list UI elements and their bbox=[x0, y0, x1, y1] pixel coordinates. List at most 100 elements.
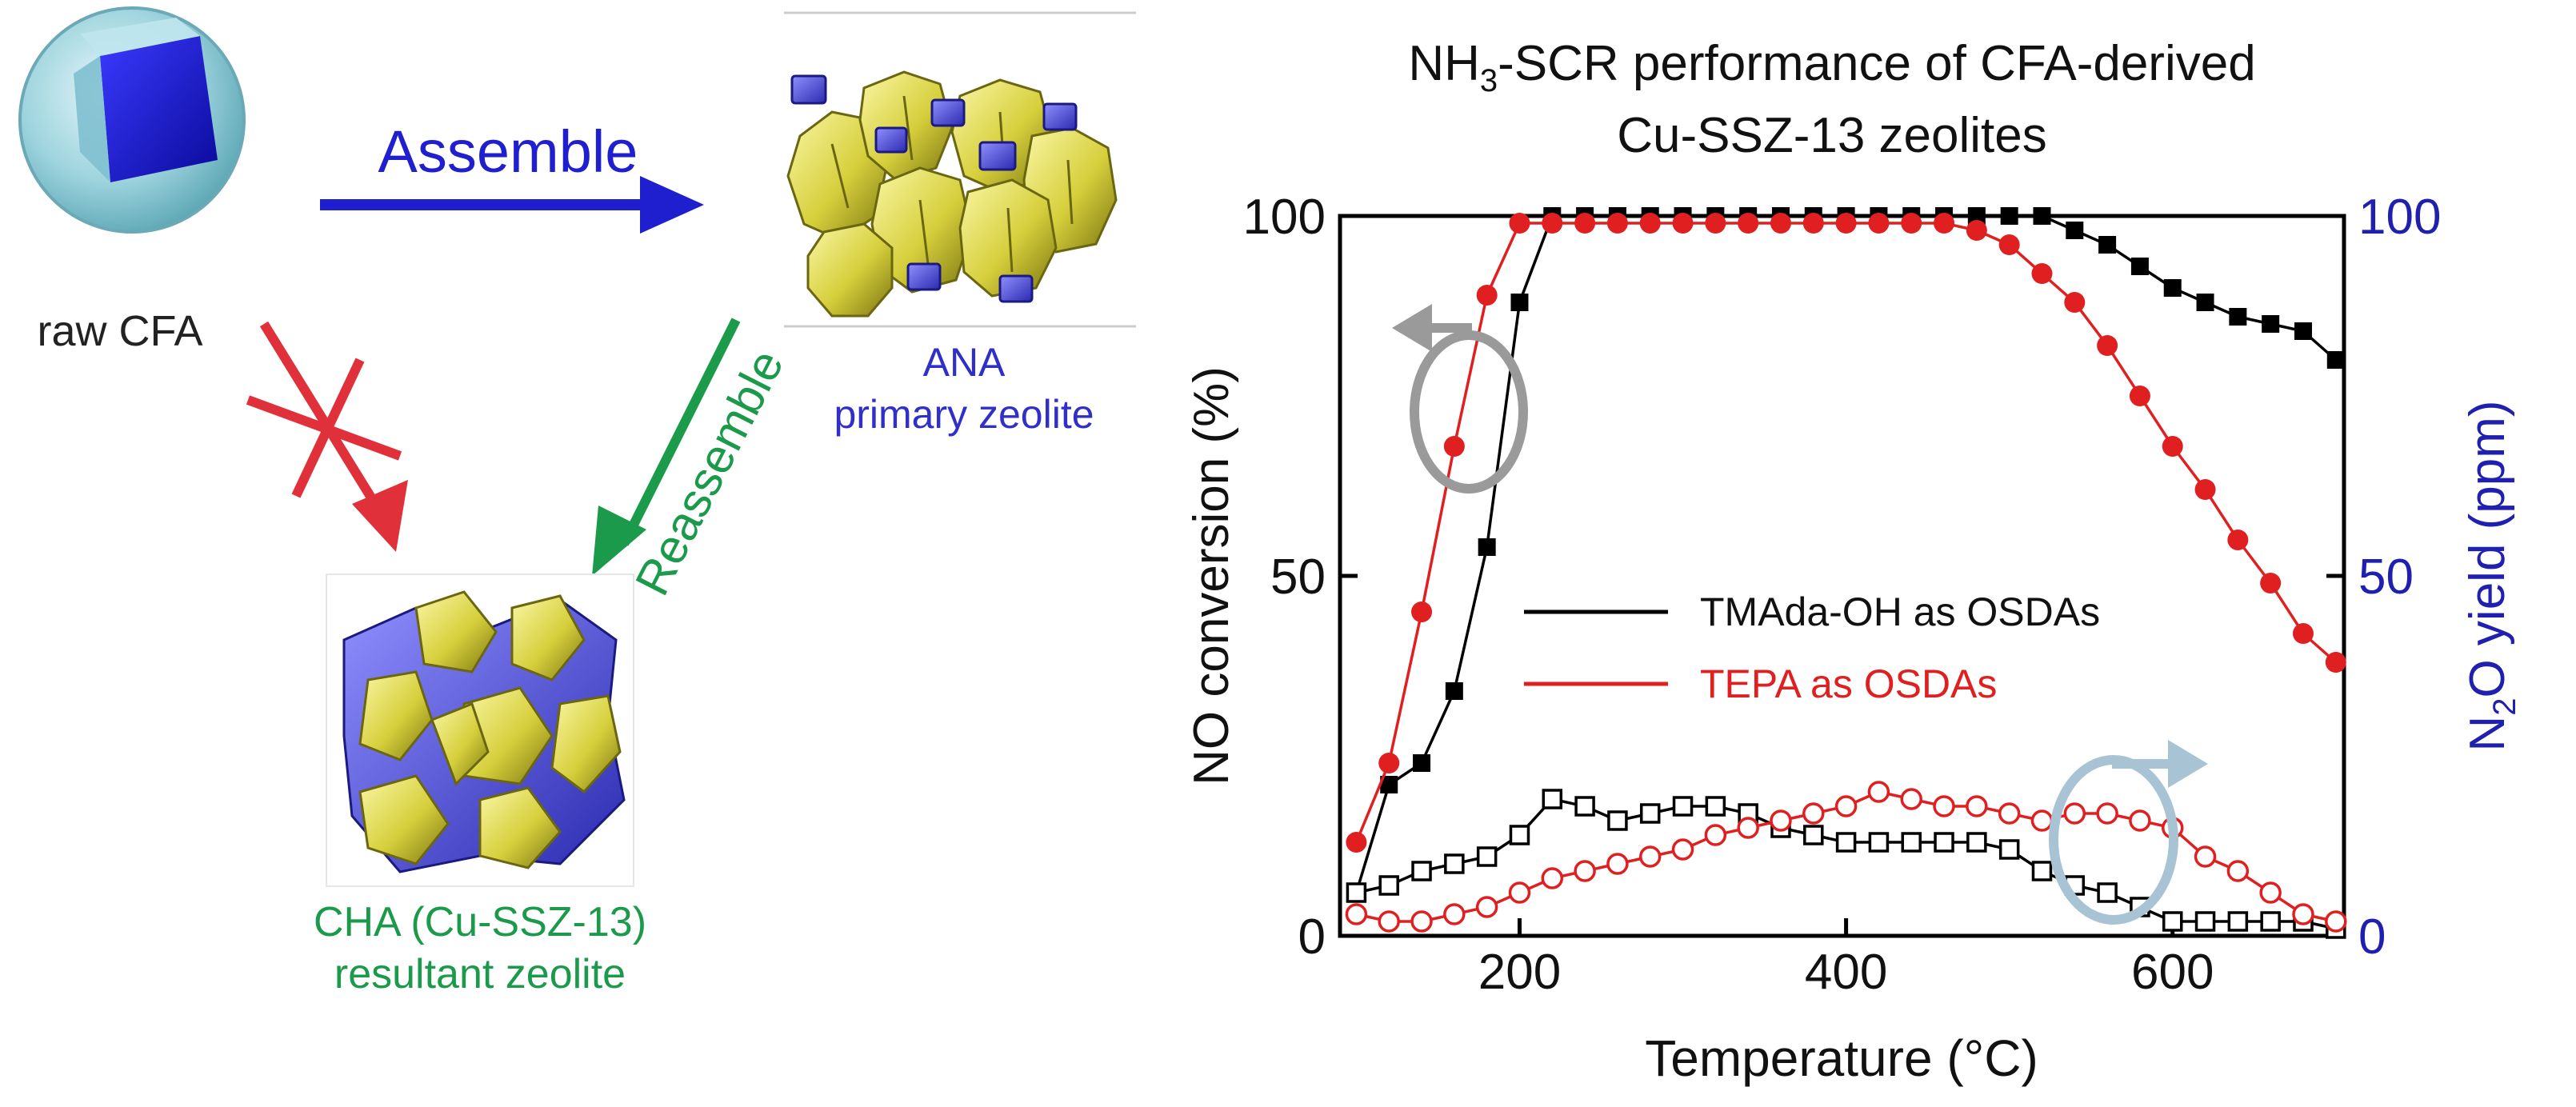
data-point bbox=[2096, 802, 2118, 825]
data-point bbox=[1802, 213, 1824, 234]
data-point bbox=[1444, 853, 1465, 874]
data-point bbox=[2229, 308, 2247, 326]
right-tick-label: 100 bbox=[2358, 190, 2441, 245]
cha-sub-label: resultant zeolite bbox=[334, 951, 626, 997]
x-tick-label: 400 bbox=[1805, 945, 1887, 1000]
data-point bbox=[1346, 882, 1367, 903]
data-point bbox=[1639, 803, 1661, 824]
data-point bbox=[1966, 795, 1988, 817]
data-point bbox=[2292, 903, 2314, 925]
blocked-direct-arrow bbox=[246, 321, 408, 552]
cha-label: CHA (Cu-SSZ-13) bbox=[314, 899, 646, 945]
data-point bbox=[1476, 846, 1498, 867]
data-point bbox=[1574, 860, 1596, 882]
data-point bbox=[1378, 910, 1400, 933]
data-point bbox=[1671, 838, 1694, 861]
legend: TMAda-OH as OSDAs TEPA as OSDAs bbox=[1524, 589, 2100, 706]
data-point bbox=[1476, 285, 1498, 306]
data-point bbox=[1803, 825, 1824, 845]
data-point bbox=[1770, 809, 1792, 832]
data-point bbox=[1868, 213, 1890, 234]
raw-cfa-sphere-icon bbox=[18, 6, 246, 234]
data-point bbox=[2031, 263, 2053, 284]
data-point bbox=[2194, 911, 2216, 932]
data-point bbox=[1443, 436, 1465, 457]
data-point bbox=[1606, 853, 1629, 875]
data-point bbox=[1411, 861, 1432, 881]
data-point bbox=[1378, 753, 1400, 773]
left-tick-label: 50 bbox=[1270, 550, 1326, 605]
cha-zeolite-structure bbox=[326, 573, 634, 887]
data-point bbox=[1380, 776, 1398, 793]
data-point bbox=[1445, 682, 1463, 700]
data-point bbox=[1478, 538, 1496, 556]
data-point bbox=[2325, 652, 2346, 673]
data-point bbox=[1900, 788, 1922, 810]
data-point bbox=[1737, 817, 1759, 839]
data-point bbox=[1508, 881, 1531, 904]
chart-title-line2: Cu-SSZ-13 zeolites bbox=[1617, 108, 2047, 163]
right-axis-label: N2O yield (ppm) bbox=[2460, 400, 2522, 751]
data-point bbox=[1933, 795, 1955, 817]
data-point bbox=[2292, 623, 2314, 644]
data-point bbox=[1542, 213, 1563, 234]
data-point bbox=[2031, 861, 2053, 881]
scr-chart: NH3-SCR performance of CFA-derived Cu-SS… bbox=[1184, 36, 2522, 1087]
data-point bbox=[2162, 436, 2183, 457]
reassemble-arrow bbox=[592, 318, 741, 576]
assemble-arrow bbox=[320, 176, 704, 234]
legend-label-tmada: TMAda-OH as OSDAs bbox=[1700, 589, 2100, 634]
data-point bbox=[1672, 796, 1694, 817]
series-line bbox=[1354, 214, 2337, 893]
data-point bbox=[1509, 213, 1530, 234]
data-point bbox=[1509, 825, 1530, 845]
data-point bbox=[1868, 832, 1890, 853]
data-point bbox=[1541, 867, 1564, 889]
data-point bbox=[1574, 796, 1595, 817]
data-point bbox=[1835, 213, 1857, 234]
data-point bbox=[2130, 258, 2149, 275]
data-point bbox=[1639, 213, 1661, 234]
data-point bbox=[1443, 903, 1466, 925]
right-tick-label: 0 bbox=[2358, 909, 2386, 965]
x-axis-label: Temperature (°C) bbox=[1645, 1029, 2038, 1087]
data-point bbox=[1607, 810, 1628, 831]
data-point bbox=[1966, 832, 1987, 853]
data-point bbox=[1475, 896, 1498, 918]
data-point bbox=[1934, 213, 1955, 234]
data-point bbox=[2259, 881, 2282, 904]
data-point bbox=[2226, 860, 2250, 882]
series-layer bbox=[1345, 207, 2347, 939]
series-line bbox=[1356, 797, 2337, 930]
data-point bbox=[1998, 234, 2020, 255]
ana-label: ANA bbox=[923, 340, 1006, 385]
data-point bbox=[1967, 207, 1986, 225]
left-tick-label: 100 bbox=[1243, 190, 1326, 245]
data-point bbox=[2196, 294, 2214, 311]
data-point bbox=[1966, 220, 1987, 241]
data-point bbox=[2227, 530, 2249, 550]
chart-title-line1: NH3-SCR performance of CFA-derived bbox=[1408, 36, 2255, 98]
data-point bbox=[2163, 279, 2182, 297]
assemble-label: Assemble bbox=[378, 118, 638, 185]
data-point bbox=[1998, 839, 2020, 860]
data-point bbox=[2262, 315, 2280, 333]
right-tick-label: 50 bbox=[2358, 550, 2414, 605]
left-axis-indicator bbox=[1392, 304, 1528, 494]
data-point bbox=[1574, 213, 1596, 234]
data-point bbox=[1802, 802, 1825, 825]
data-point bbox=[2064, 292, 2086, 313]
data-point bbox=[2000, 207, 2018, 225]
data-point bbox=[1638, 845, 1662, 868]
data-point bbox=[1901, 213, 1922, 234]
data-point bbox=[1705, 796, 1726, 817]
data-point bbox=[2030, 809, 2054, 832]
data-point bbox=[1413, 754, 1431, 772]
data-point bbox=[1606, 213, 1628, 234]
data-point bbox=[2063, 802, 2086, 825]
data-point bbox=[2194, 479, 2216, 500]
data-point bbox=[1998, 802, 2021, 825]
data-point bbox=[1770, 213, 1791, 234]
